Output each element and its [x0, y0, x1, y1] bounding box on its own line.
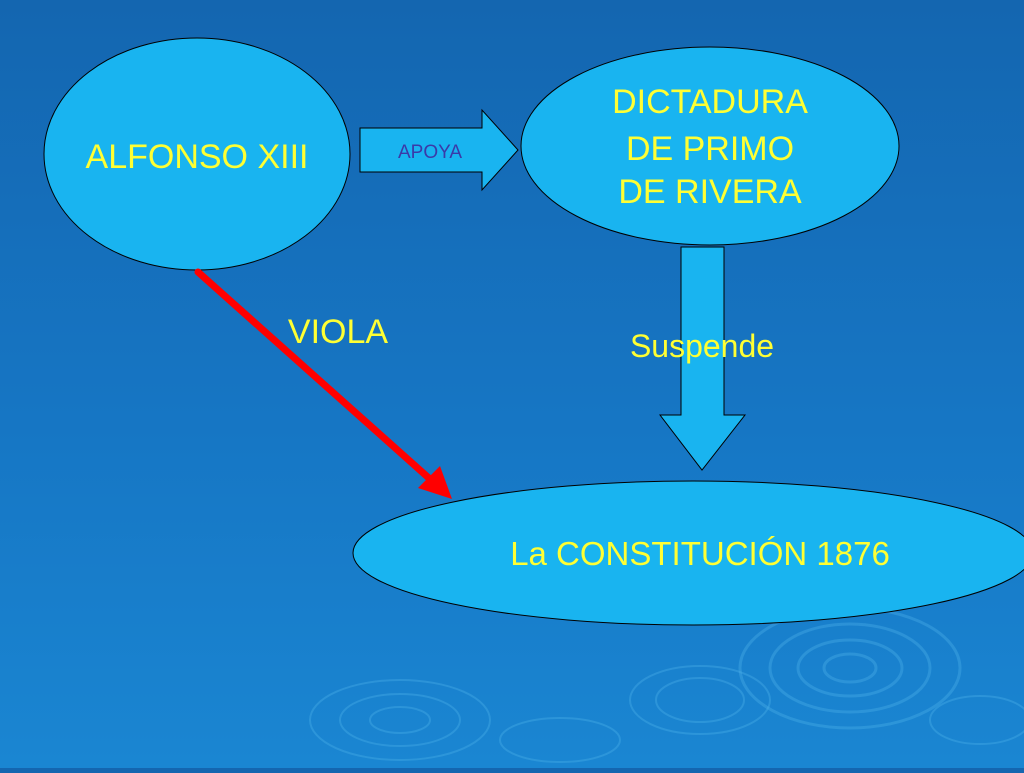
viola-label: VIOLA [288, 313, 388, 351]
water-ripples-decoration [309, 606, 1024, 763]
node-constitucion-1876: La CONSTITUCIÓN 1876 [352, 480, 1024, 626]
apoya-label: APOYA [398, 142, 462, 163]
apoya-arrow: APOYA [359, 108, 519, 192]
node-dictadura-line-2: DE PRIMO [626, 130, 794, 168]
suspende-label: Suspende [630, 328, 774, 364]
node-dictadura-line-1: DICTADURA [612, 83, 808, 121]
viola-arrow [194, 268, 452, 499]
node-dictadura-line-3: DE RIVERA [618, 173, 802, 211]
node-alfonso-xiii: ALFONSO XIII [43, 37, 351, 271]
suspende-arrow [658, 246, 747, 471]
node-dictadura-primo-de-rivera: DICTADURA DE PRIMO DE RIVERA [520, 46, 900, 246]
node-constitucion-label: La CONSTITUCIÓN 1876 [510, 535, 890, 572]
node-alfonso-label: ALFONSO XIII [86, 138, 309, 176]
